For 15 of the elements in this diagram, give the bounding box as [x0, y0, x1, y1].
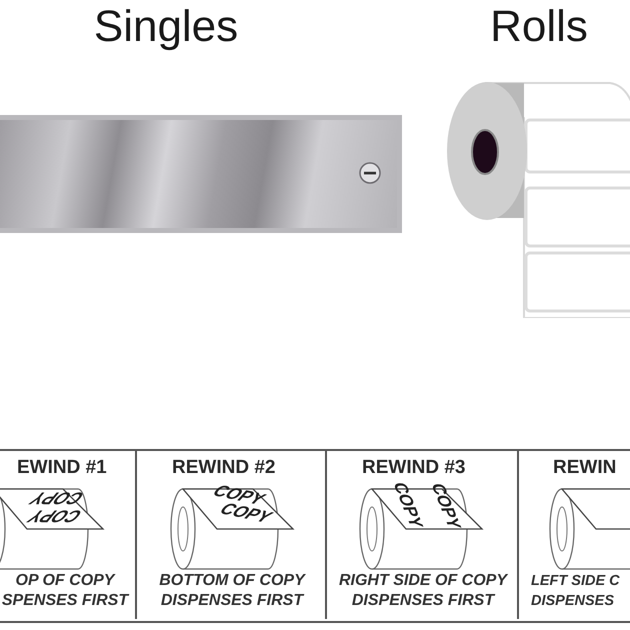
rewind-cell: [0, 449, 137, 619]
copy-text: COPY: [24, 508, 86, 524]
copy-text: COPY: [390, 482, 426, 528]
rewind-heading: REWIND #3: [362, 457, 466, 479]
section-title: Rolls: [490, 2, 588, 52]
copy-text: COPY: [428, 483, 464, 529]
rewind-description: BOTTOM OF COPY DISPENSES FIRST: [158, 571, 307, 611]
rewind-heading: EWIND #1: [17, 457, 107, 479]
rewind-heading: REWIND #2: [172, 457, 276, 479]
rewind-description: OP OF COPY SPENSES FIRST: [0, 571, 130, 611]
section-title: Singles: [94, 2, 238, 52]
rewind-description: LEFT SIDE C DISPENSES: [531, 572, 621, 611]
rewind-heading: REWIN: [553, 457, 616, 479]
copy-text: COPY: [26, 490, 88, 506]
rewind-description: RIGHT SIDE OF COPY DISPENSES FIRST: [338, 571, 509, 611]
